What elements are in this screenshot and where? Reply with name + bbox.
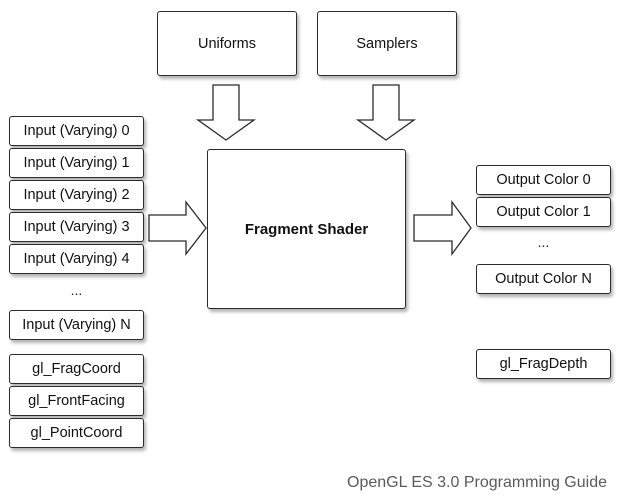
output-color-n-box: Output Color N: [476, 264, 611, 294]
builtin-input-label: gl_FrontFacing: [28, 393, 125, 409]
samplers-label: Samplers: [356, 35, 418, 52]
varying-ellipsis: ...: [70, 282, 83, 298]
outputs-ellipsis: ...: [537, 234, 550, 250]
varying-input-box: Input (Varying) 0: [9, 116, 144, 146]
uniforms-down-arrow: [195, 84, 257, 141]
varying-input-label: Input (Varying) 1: [23, 155, 130, 171]
varying-input-n-box: Input (Varying) N: [9, 310, 144, 340]
frag-depth-box: gl_FragDepth: [476, 349, 611, 379]
output-color-label: Output Color 0: [496, 172, 591, 188]
builtin-input-label: gl_FragCoord: [32, 361, 121, 377]
uniforms-box: Uniforms: [157, 11, 297, 76]
builtin-input-box: gl_FrontFacing: [9, 386, 144, 416]
varying-input-box: Input (Varying) 3: [9, 212, 144, 242]
varying-input-label: Input (Varying) 0: [23, 123, 130, 139]
varying-input-label: Input (Varying) 2: [23, 187, 130, 203]
varying-input-label: Input (Varying) 3: [23, 219, 130, 235]
uniforms-label: Uniforms: [197, 35, 256, 52]
fragment-shader-label: Fragment Shader: [244, 220, 369, 238]
builtin-input-box: gl_FragCoord: [9, 354, 144, 384]
output-color-n-label: Output Color N: [495, 271, 592, 287]
output-color-box: Output Color 0: [476, 165, 611, 195]
samplers-down-arrow: [355, 84, 417, 141]
varying-input-box: Input (Varying) 2: [9, 180, 144, 210]
samplers-box: Samplers: [317, 11, 457, 76]
varying-input-label: Input (Varying) 4: [23, 251, 130, 267]
varying-input-box: Input (Varying) 4: [9, 244, 144, 274]
inputs-right-arrow: [148, 200, 207, 256]
fragment-shader-box: Fragment Shader: [207, 149, 406, 309]
varying-input-box: Input (Varying) 1: [9, 148, 144, 178]
varying-input-n-label: Input (Varying) N: [22, 317, 131, 333]
builtin-input-box: gl_PointCoord: [9, 418, 144, 448]
builtin-input-label: gl_PointCoord: [30, 425, 123, 441]
source-caption: OpenGL ES 3.0 Programming Guide: [347, 474, 607, 491]
frag-depth-label: gl_FragDepth: [499, 356, 588, 372]
output-color-label: Output Color 1: [496, 204, 591, 220]
output-color-box: Output Color 1: [476, 197, 611, 227]
outputs-right-arrow: [413, 200, 472, 256]
